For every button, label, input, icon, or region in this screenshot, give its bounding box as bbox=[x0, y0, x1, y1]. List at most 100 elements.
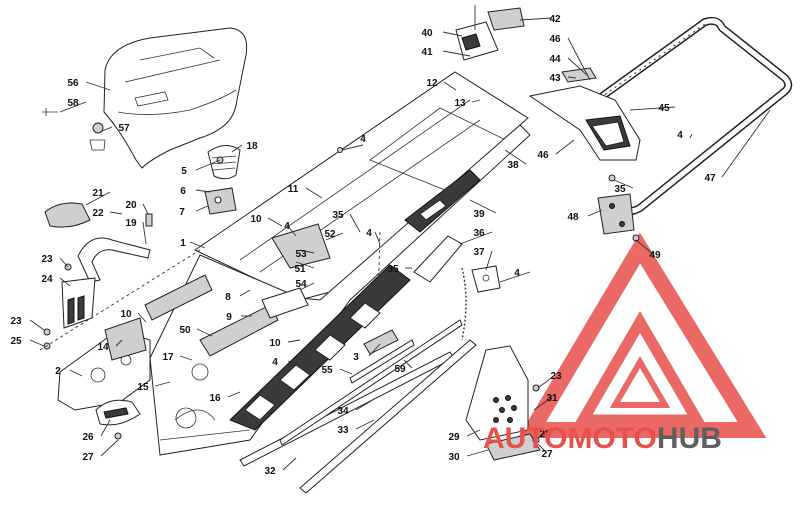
bracket-14 bbox=[104, 317, 147, 361]
leader-lines bbox=[29, 5, 771, 471]
callout-58: 58 bbox=[67, 98, 79, 109]
callout-50: 50 bbox=[179, 325, 191, 336]
callout-36: 36 bbox=[473, 228, 485, 239]
callout-4d: 4 bbox=[514, 268, 520, 279]
callout-1: 1 bbox=[180, 238, 186, 249]
callout-2: 2 bbox=[55, 366, 61, 377]
rivet-20 bbox=[145, 213, 153, 227]
callout-31: 31 bbox=[546, 393, 558, 404]
callout-37: 37 bbox=[473, 247, 485, 258]
callout-33: 33 bbox=[337, 425, 349, 436]
callout-4f: 4 bbox=[272, 357, 278, 368]
callout-32: 32 bbox=[264, 466, 276, 477]
callout-34: 34 bbox=[337, 406, 349, 417]
automotohub-wordmark: AUTOMOTOHUB bbox=[483, 422, 722, 455]
cover-26 bbox=[95, 399, 141, 426]
seat bbox=[103, 27, 248, 169]
wordmark-moto: MOTO bbox=[567, 422, 656, 455]
seat-bolt bbox=[89, 122, 106, 151]
callout-28: 28 bbox=[539, 429, 551, 440]
callout-38: 38 bbox=[507, 160, 519, 171]
callout-57: 57 bbox=[118, 123, 130, 134]
callout-35a: 35 bbox=[332, 210, 344, 221]
callout-10a: 10 bbox=[250, 214, 262, 225]
callout-51: 51 bbox=[294, 264, 306, 275]
callout-35c: 35 bbox=[614, 184, 626, 195]
rail-59 bbox=[349, 339, 415, 384]
callout-41: 41 bbox=[421, 47, 433, 58]
callout-49: 49 bbox=[649, 250, 661, 261]
callout-10b: 10 bbox=[120, 309, 132, 320]
traction-pad-52 bbox=[271, 223, 331, 269]
callout-18: 18 bbox=[246, 141, 258, 152]
bracket-37 bbox=[471, 265, 501, 293]
callout-46a: 46 bbox=[549, 34, 561, 45]
callout-4e: 4 bbox=[677, 130, 683, 141]
callout-59: 59 bbox=[394, 364, 406, 375]
grab-handle-19 bbox=[77, 237, 151, 283]
callout-43: 43 bbox=[549, 73, 561, 84]
callout-4b: 4 bbox=[284, 221, 290, 232]
bracket-7 bbox=[204, 187, 237, 215]
callout-9: 9 bbox=[226, 312, 232, 323]
callout-53: 53 bbox=[295, 249, 307, 260]
callout-26: 26 bbox=[82, 432, 94, 443]
callout-44: 44 bbox=[549, 54, 561, 65]
callout-10c: 10 bbox=[269, 338, 281, 349]
automotohub-logo bbox=[517, 232, 767, 438]
callout-27a: 27 bbox=[82, 452, 94, 463]
callout-3: 3 bbox=[353, 352, 359, 363]
callout-55: 55 bbox=[321, 365, 333, 376]
bumper-24 bbox=[61, 277, 96, 329]
callout-14: 14 bbox=[97, 342, 109, 353]
callout-15: 15 bbox=[137, 382, 149, 393]
chain bbox=[461, 267, 467, 341]
callout-20: 20 bbox=[125, 200, 137, 211]
rail-33 bbox=[299, 339, 477, 494]
callout-23b: 23 bbox=[10, 316, 22, 327]
callout-54: 54 bbox=[295, 279, 307, 290]
callout-47: 47 bbox=[704, 173, 716, 184]
taillight-housing bbox=[528, 67, 641, 161]
callout-30: 30 bbox=[448, 452, 460, 463]
wordmark-auto: AUTO bbox=[483, 422, 567, 455]
callout-29: 29 bbox=[448, 432, 460, 443]
callout-48: 48 bbox=[567, 212, 579, 223]
wordmark-hub: HUB bbox=[657, 422, 722, 455]
callout-56: 56 bbox=[67, 78, 79, 89]
callout-6: 6 bbox=[180, 186, 186, 197]
callout-12: 12 bbox=[426, 78, 438, 89]
traction-pad-50 bbox=[199, 304, 279, 357]
callout-4c: 4 bbox=[366, 228, 372, 239]
callout-35b: 35 bbox=[387, 264, 399, 275]
hitch-plate-36 bbox=[413, 235, 463, 283]
cap-30 bbox=[485, 433, 541, 461]
callout-23a: 23 bbox=[41, 254, 53, 265]
callout-39: 39 bbox=[473, 209, 485, 220]
callout-25: 25 bbox=[10, 336, 22, 347]
hardware bbox=[42, 108, 640, 444]
callout-24: 24 bbox=[41, 274, 53, 285]
heat-exchanger-cover bbox=[207, 145, 241, 180]
callout-23c: 23 bbox=[550, 371, 562, 382]
callout-labels: 1234444445678910101011121314151617181920… bbox=[10, 14, 716, 477]
callout-40: 40 bbox=[421, 28, 433, 39]
callout-22: 22 bbox=[92, 208, 104, 219]
callout-4a: 4 bbox=[360, 134, 366, 145]
footrest-29 bbox=[465, 345, 529, 441]
traction-pad-9 bbox=[144, 274, 213, 321]
callout-21: 21 bbox=[92, 188, 104, 199]
rail-34 bbox=[279, 319, 463, 446]
side-decal-39 bbox=[404, 169, 481, 233]
callout-11: 11 bbox=[288, 184, 299, 195]
plate-bracket bbox=[455, 7, 525, 61]
running-board-decal bbox=[229, 264, 411, 431]
callout-27b: 27 bbox=[541, 449, 553, 460]
cover-21 bbox=[44, 202, 91, 228]
cover-3 bbox=[363, 329, 399, 355]
callout-46b: 46 bbox=[537, 150, 549, 161]
callout-7: 7 bbox=[179, 207, 185, 218]
callout-16: 16 bbox=[209, 393, 221, 404]
